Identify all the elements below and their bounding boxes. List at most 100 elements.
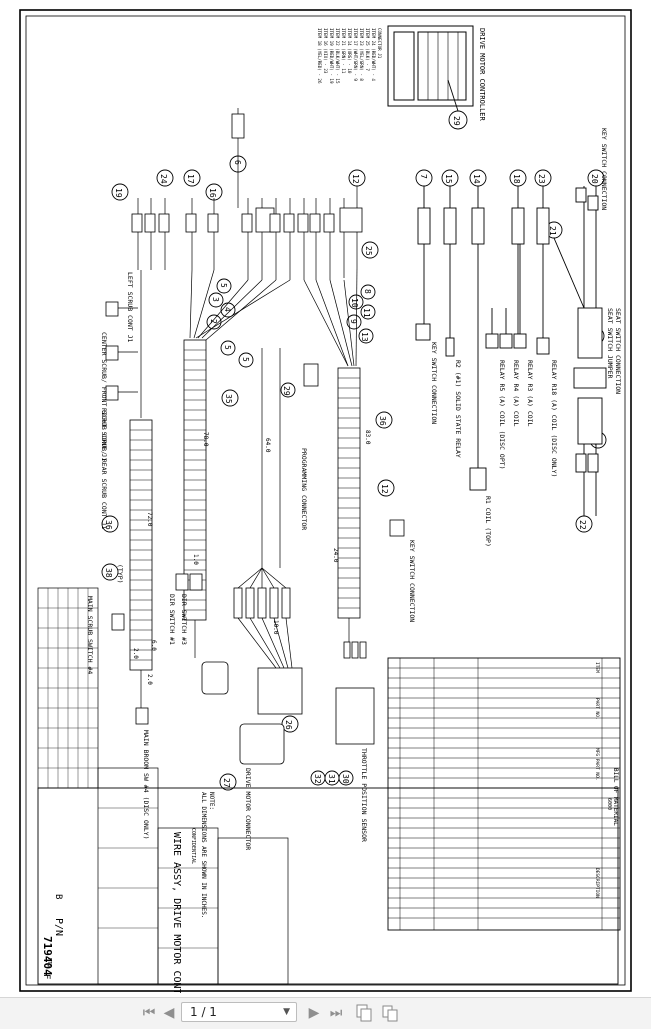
svg-text:13: 13 bbox=[360, 332, 369, 342]
svg-text:ITEM 17 (WHT/GRN) - 9: ITEM 17 (WHT/GRN) - 9 bbox=[353, 28, 358, 81]
main-broom-4-label: MAIN BROOM SW #4 (DISC ONLY) bbox=[142, 730, 150, 840]
svg-text:6000: 6000 bbox=[606, 798, 612, 810]
programming-connector-label: PROGRAMMING CONNECTOR bbox=[300, 448, 308, 530]
prev-page-icon[interactable]: ◀ bbox=[163, 1005, 175, 1021]
svg-text:NOTE:: NOTE: bbox=[208, 792, 215, 810]
svg-text:15: 15 bbox=[444, 174, 453, 184]
seat-switch-jumper-label: SEAT SWITCH JUMPER bbox=[606, 308, 614, 379]
svg-text:18: 18 bbox=[512, 174, 521, 184]
svg-text:17: 17 bbox=[186, 174, 195, 184]
svg-text:10.0: 10.0 bbox=[272, 620, 279, 635]
svg-text:7: 7 bbox=[419, 174, 428, 179]
r1-coil-label: R1 COIL (TOP) bbox=[484, 496, 492, 547]
bill-of-material: BILL OF MATERIAL 6000 ITEM PART NO. MFG … bbox=[387, 657, 621, 931]
svg-text:1.0: 1.0 bbox=[192, 554, 199, 565]
dir-switch-3-label: DIR SWITCH #3 bbox=[180, 594, 188, 645]
dir-switch-1-label: DIR SWITCH #1 bbox=[168, 594, 176, 645]
svg-text:72.0: 72.0 bbox=[146, 512, 153, 527]
chevron-down-icon: ▼ bbox=[283, 1007, 290, 1017]
center-scrub-label: CENTER SCRUB/ FRONT SCRUB CONT J1 bbox=[100, 332, 108, 461]
wiring-diagram: DRIVE MOTOR CONTROLLER CONNECTOR J1 ITEM… bbox=[19, 9, 632, 1013]
title-block: WIRE ASSY, DRIVE MOTOR CONTROL CONFIDENT… bbox=[37, 587, 619, 1013]
svg-text:CONFIDENTIAL: CONFIDENTIAL bbox=[190, 828, 196, 864]
svg-text:36: 36 bbox=[378, 416, 387, 426]
svg-text:B: B bbox=[53, 894, 63, 899]
svg-text:24: 24 bbox=[159, 174, 168, 184]
svg-text:12: 12 bbox=[351, 174, 360, 184]
svg-text:64.0: 64.0 bbox=[264, 438, 271, 453]
svg-text:2: 2 bbox=[209, 319, 218, 324]
svg-text:DESCRIPTION: DESCRIPTION bbox=[594, 868, 600, 898]
svg-text:ITEM 19 (RED/WHT) - 19: ITEM 19 (RED/WHT) - 19 bbox=[329, 28, 334, 84]
svg-text:MFG PART NO.: MFG PART NO. bbox=[594, 748, 600, 781]
svg-text:F: F bbox=[41, 974, 51, 979]
svg-text:4: 4 bbox=[223, 307, 232, 312]
svg-text:83.0: 83.0 bbox=[364, 430, 371, 445]
main-scrub-4-label: MAIN SCRUB SWITCH #4 bbox=[86, 596, 94, 674]
typ-label: (TYP) bbox=[116, 564, 124, 584]
r2-relay-label: R2 (#1) SOLID STATE RELAY bbox=[454, 360, 462, 458]
svg-text:29: 29 bbox=[452, 116, 461, 126]
svg-text:16: 16 bbox=[208, 188, 217, 198]
svg-text:PART NO.: PART NO. bbox=[594, 698, 600, 720]
svg-text:3: 3 bbox=[211, 297, 220, 302]
svg-text:14: 14 bbox=[472, 174, 481, 184]
key-switch-connection-label: KEY SWITCH CONNECTION bbox=[430, 342, 438, 424]
relay-r3-label: RELAY R3 (A) COIL bbox=[526, 360, 534, 427]
svg-text:ITEM 22 (BLK/WHT) - 15: ITEM 22 (BLK/WHT) - 15 bbox=[335, 28, 340, 84]
svg-text:38: 38 bbox=[104, 568, 113, 578]
relay-r18-label: RELAY R18 (A) COIL (DISC ONLY) bbox=[550, 360, 558, 477]
svg-text:35: 35 bbox=[224, 394, 233, 404]
svg-text:26: 26 bbox=[284, 720, 293, 730]
svg-text:9: 9 bbox=[349, 319, 358, 324]
page-select-value: 1 / 1 bbox=[190, 1005, 217, 1019]
part-number: 719404 bbox=[41, 936, 54, 976]
svg-text:ITEM 14 (ORG) - 10: ITEM 14 (ORG) - 10 bbox=[347, 28, 352, 74]
svg-text:12: 12 bbox=[380, 484, 389, 494]
svg-text:10: 10 bbox=[350, 298, 359, 308]
page-select[interactable]: 1 / 1 ▼ bbox=[181, 1002, 297, 1022]
svg-text:32: 32 bbox=[313, 774, 322, 784]
key-switch-connection-2-label: KEY SWITCH CONNECTION bbox=[408, 540, 416, 622]
wiring-diagram-sheet: DRIVE MOTOR CONTROLLER CONNECTOR J1 ITEM… bbox=[18, 8, 633, 1013]
drive-motor-connector-label: DRIVE MOTOR CONNECTOR bbox=[244, 768, 252, 850]
relay-r4-label: RELAY R4 (A) COIL bbox=[512, 360, 520, 427]
svg-text:ITEM: ITEM bbox=[594, 662, 600, 673]
svg-text:6.0: 6.0 bbox=[150, 640, 157, 651]
svg-text:20: 20 bbox=[590, 174, 599, 184]
svg-text:36: 36 bbox=[104, 520, 113, 530]
svg-text:BILL OF MATERIAL: BILL OF MATERIAL bbox=[612, 768, 619, 826]
svg-text:ITEM 23 (YEL/GRN) - 8: ITEM 23 (YEL/GRN) - 8 bbox=[359, 28, 364, 81]
left-scrub-label: LEFT SCRUB CONT J1 bbox=[126, 272, 134, 343]
last-page-icon[interactable]: ⏭ bbox=[329, 1005, 343, 1021]
key-switch-connection-top-label: KEY SWITCH CONNECTION bbox=[600, 128, 608, 210]
svg-text:2.0: 2.0 bbox=[132, 648, 139, 659]
svg-text:6: 6 bbox=[233, 160, 242, 165]
copy-icon[interactable] bbox=[355, 1003, 373, 1023]
svg-text:22: 22 bbox=[578, 520, 587, 530]
svg-text:5: 5 bbox=[241, 357, 250, 362]
pdf-toolbar: ⏮ ◀ 1 / 1 ▼ ▶ ⏭ bbox=[0, 997, 651, 1029]
pages-icon[interactable] bbox=[381, 1003, 399, 1023]
drive-motor-controller: DRIVE MOTOR CONTROLLER bbox=[387, 25, 486, 122]
seat-switch-jumper bbox=[553, 237, 607, 516]
svg-text:NTS: NTS bbox=[46, 958, 52, 967]
svg-text:ITEM 25 (BLK) - 7: ITEM 25 (BLK) - 7 bbox=[365, 28, 370, 71]
svg-text:CONNECTOR J1: CONNECTOR J1 bbox=[377, 28, 382, 59]
svg-text:27: 27 bbox=[222, 778, 231, 788]
svg-text:25: 25 bbox=[364, 246, 373, 256]
relay-r5-label: RELAY R5 (A) COIL (DISC OPT) bbox=[498, 360, 506, 470]
drive-motor-controller-label: DRIVE MOTOR CONTROLLER bbox=[478, 28, 486, 122]
svg-text:21: 21 bbox=[548, 226, 557, 236]
right-scrub-label: RIGHT SCRUB/ REAR SCRUB CONT J1 bbox=[100, 408, 108, 529]
svg-text:23: 23 bbox=[537, 174, 546, 184]
next-page-icon[interactable]: ▶ bbox=[308, 1005, 320, 1021]
svg-text:ITEM 24 (RED/WHT) - 4: ITEM 24 (RED/WHT) - 4 bbox=[371, 28, 376, 81]
svg-text:24.0: 24.0 bbox=[332, 548, 339, 563]
svg-text:8: 8 bbox=[363, 289, 372, 294]
first-page-icon[interactable]: ⏮ bbox=[142, 1005, 156, 1021]
svg-text:ITEM 18 (YEL/RED) - 26: ITEM 18 (YEL/RED) - 26 bbox=[317, 28, 322, 84]
svg-text:31: 31 bbox=[327, 774, 336, 784]
svg-text:19: 19 bbox=[114, 188, 123, 198]
